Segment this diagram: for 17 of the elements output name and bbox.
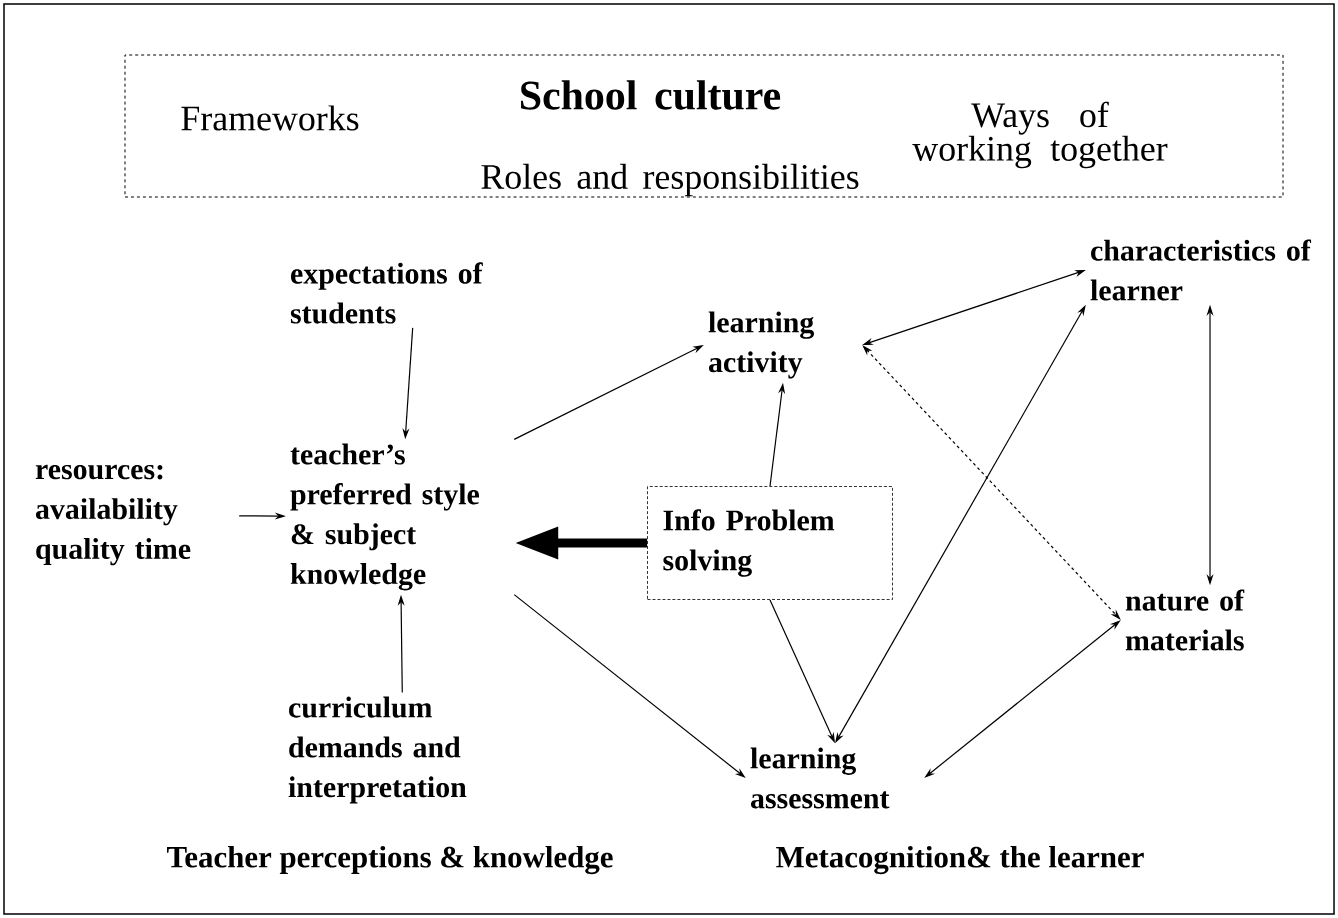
- section-label: Teacher perceptions & knowledge: [167, 845, 613, 875]
- concept-text: expectations of students: [290, 262, 483, 324]
- concept-text: curriculum demands and interpretation: [288, 696, 467, 804]
- concept-text: nature of materials: [1125, 589, 1245, 651]
- section-label: Metacognition& the learner: [776, 845, 1144, 875]
- box-text: Roles and responsibilities: [481, 163, 859, 197]
- concept-text: learning activity: [708, 311, 814, 379]
- concept-text: learning assessment: [750, 747, 890, 809]
- culture-box: [124, 54, 1284, 198]
- process-box: Info Problem solving: [647, 486, 893, 600]
- school-culture-heading: School culture: [521, 80, 781, 110]
- concept-text: teacher’s preferred style & subject knowledge: [290, 443, 479, 591]
- concept-text: resources: availability quality time: [35, 464, 191, 566]
- box-text: Ways of working together: [912, 101, 1168, 169]
- arrow: [862, 345, 1121, 620]
- box-text: Frameworks: [181, 105, 359, 131]
- concept-text: characteristics of learner: [1090, 239, 1312, 301]
